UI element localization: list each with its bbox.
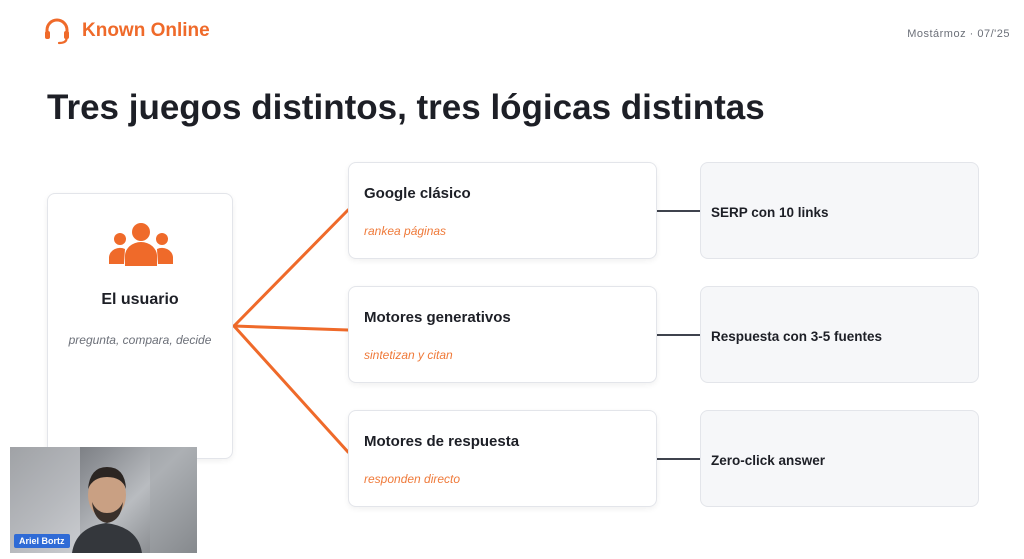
users-group-icon bbox=[109, 223, 173, 266]
slide-date-text: Mostármoz · 07/'25 bbox=[907, 28, 1010, 40]
engine-subtitle: rankea páginas bbox=[364, 224, 447, 238]
engine-subtitle: responden directo bbox=[364, 472, 461, 486]
user-subtitle: pregunta, compara, decide bbox=[68, 333, 212, 347]
engine-card-answer: Motores de respuesta responden directo bbox=[348, 410, 657, 507]
result-card-answer: Zero-click answer bbox=[700, 410, 979, 507]
participant-silhouette bbox=[10, 447, 197, 553]
brand-name: Known Online bbox=[82, 20, 210, 41]
connector-user-google bbox=[232, 208, 350, 328]
participant-video-tile[interactable]: Ariel Bortz bbox=[10, 447, 197, 553]
result-text: Respuesta con 3-5 fuentes bbox=[711, 329, 883, 344]
result-text: Zero-click answer bbox=[711, 453, 826, 468]
user-card: El usuario pregunta, compara, decide bbox=[47, 193, 233, 459]
engine-card-google: Google clásico rankea páginas bbox=[348, 162, 657, 259]
result-text: SERP con 10 links bbox=[711, 205, 829, 220]
result-card-generative: Respuesta con 3-5 fuentes bbox=[700, 286, 979, 383]
engine-title: Motores de respuesta bbox=[364, 433, 520, 450]
participant-name-tag: Ariel Bortz bbox=[14, 534, 70, 548]
connector-user-generative bbox=[232, 324, 350, 332]
slide-title: Tres juegos distintos, tres lógicas dist… bbox=[47, 88, 765, 127]
headset-icon bbox=[45, 18, 69, 45]
user-label: El usuario bbox=[101, 291, 179, 308]
engine-card-generative: Motores generativos sintetizan y citan bbox=[348, 286, 657, 383]
engine-title: Google clásico bbox=[364, 185, 471, 202]
brand-logo: Known Online bbox=[42, 16, 210, 46]
connector-user-answer bbox=[232, 324, 350, 454]
engine-title: Motores generativos bbox=[364, 309, 511, 326]
engine-subtitle: sintetizan y citan bbox=[364, 348, 453, 362]
result-card-google: SERP con 10 links bbox=[700, 162, 979, 259]
